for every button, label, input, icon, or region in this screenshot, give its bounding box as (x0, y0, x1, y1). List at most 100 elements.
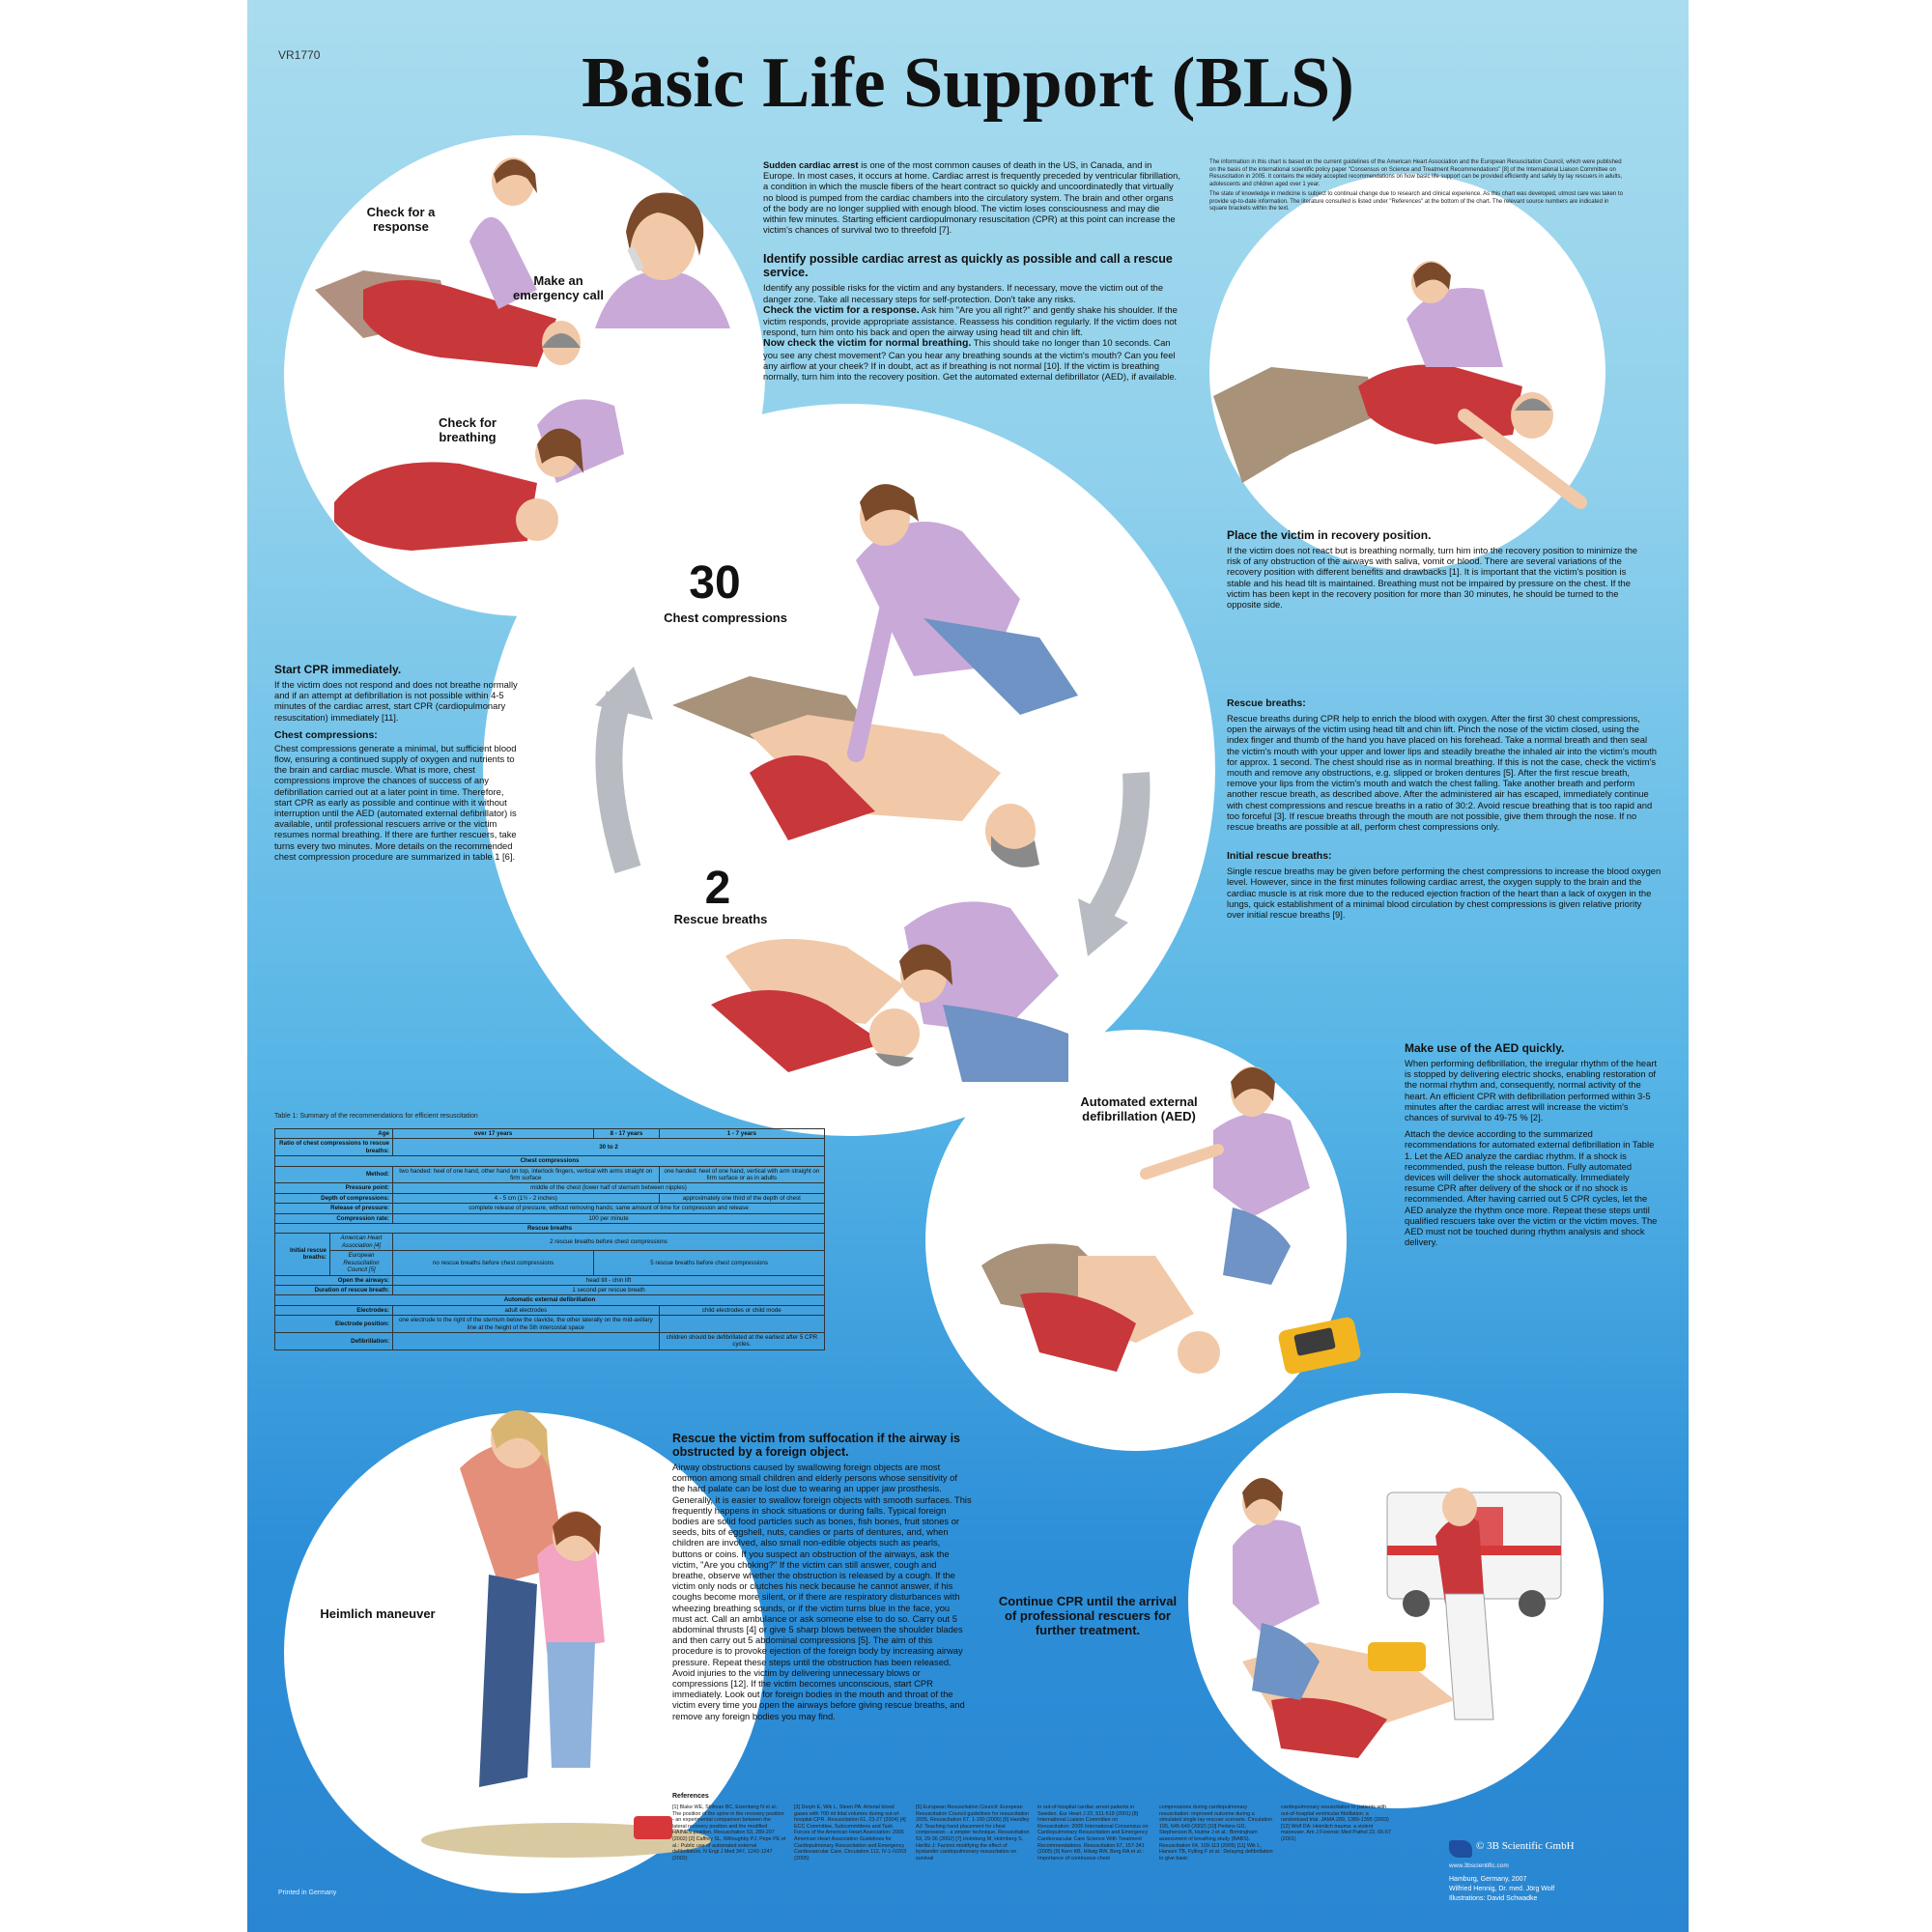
publisher: © 3B Scientific GmbH (1476, 1840, 1575, 1852)
breaths-count: 2 (704, 863, 731, 914)
identify-heading: Identify possible cardiac arrest as quic… (763, 252, 1173, 280)
table-col-age: Age (274, 1127, 393, 1140)
recovery-block: Place the victim in recovery position. I… (1227, 528, 1644, 615)
references-col1: [1] Blake WE, Stillman BC, Eizenberg N e… (672, 1804, 786, 1861)
row-pressure-value: middle of the chest (lower half of stern… (392, 1182, 825, 1194)
row-erc-child: 5 rescue breaths before chest compressio… (593, 1250, 825, 1276)
disclaimer-block: The information in this chart is based o… (1209, 159, 1627, 213)
label-heimlich: Heimlich maneuver (320, 1606, 436, 1621)
row-defib-label: Defibrillation: (274, 1331, 393, 1350)
row-ratio-label: Ratio of chest compressions to rescue br… (274, 1138, 393, 1157)
aed-block: Make use of the AED quickly. When perfor… (1405, 1041, 1662, 1253)
row-electrodes-adult: adult electrodes (392, 1304, 660, 1317)
row-rate-value: 100 per minute (392, 1212, 825, 1225)
intro-block: Sudden cardiac arrest is one of the most… (763, 159, 1180, 387)
row-release-label: Release of pressure: (274, 1203, 393, 1214)
row-method-adult: two handed: heel of one hand, other hand… (392, 1165, 660, 1184)
recovery-text: If the victim does not react but is brea… (1227, 545, 1638, 611)
label-rescue-breaths: Rescue breaths (673, 912, 768, 926)
references-col5: compressions during cardiopulmonary resu… (1159, 1804, 1273, 1861)
suffocation-block: Rescue the victim from suffocation if th… (672, 1432, 972, 1727)
poster: VR1770 Basic Life Support (BLS) Check fo… (247, 0, 1689, 1932)
illustrations (315, 157, 1587, 1858)
row-airways-value: head tilt - chin lift (392, 1274, 825, 1286)
references-col3: [5] European Resuscitation Council: Euro… (916, 1804, 1030, 1861)
suffocation-text: Airway obstructions caused by swallowing… (672, 1462, 972, 1721)
references-col2: [3] Dorph E, Wik L, Steen PA: Arterial b… (794, 1804, 907, 1861)
table-col-child: 1 - 7 years (658, 1127, 826, 1140)
chest-compressions-subheading: Chest compressions: (274, 728, 378, 741)
label-chest-compressions: Chest compressions (664, 611, 787, 625)
row-electrodes-child: child electrodes or child mode (658, 1304, 826, 1317)
row-airways-label: Open the airways: (274, 1274, 393, 1286)
victim-check-response-illustration (315, 157, 581, 367)
label-continue-cpr: Continue CPR until the arrival of profes… (998, 1594, 1178, 1637)
row-depth-child: approximately one third of the depth of … (658, 1192, 826, 1205)
row-ratio-value: 30 to 2 (392, 1138, 825, 1157)
row-initial-label: Initial rescue breaths: (274, 1233, 330, 1276)
rescue-breaths-text: Rescue breaths during CPR help to enrich… (1227, 713, 1657, 833)
continue-cpr-illustration (1233, 1478, 1562, 1758)
references-heading: References (672, 1793, 709, 1800)
row-erc-label: European Resuscitation Council [5] (329, 1250, 393, 1276)
row-electrodes-label: Electrodes: (274, 1304, 393, 1317)
suffocation-heading: Rescue the victim from suffocation if th… (672, 1432, 960, 1459)
aed-p2: Attach the device according to the summa… (1405, 1128, 1658, 1248)
intro-lead: Sudden cardiac arrest (763, 159, 859, 170)
row-position-label: Electrode position: (274, 1315, 393, 1333)
row-defib-empty (392, 1331, 660, 1350)
chest-compressions-illustration (672, 484, 1078, 867)
initial-breaths-heading: Initial rescue breaths: (1227, 850, 1332, 863)
recovery-position-illustration (1213, 261, 1587, 509)
section-chest-compressions: Chest compressions (274, 1155, 825, 1167)
aed-heading: Make use of the AED quickly. (1405, 1041, 1565, 1055)
row-rate-label: Compression rate: (274, 1212, 393, 1225)
row-method-child: one handed: heel of one hand, vertical w… (658, 1165, 826, 1184)
footer-printed: Printed in Germany (278, 1889, 337, 1896)
footer-website: www.3bscientific.com (1449, 1862, 1509, 1869)
footer-authors: Wilfried Hennig, Dr. med. Jörg Wolf (1449, 1886, 1555, 1892)
intro-text: is one of the most common causes of deat… (763, 159, 1180, 236)
bystander-phone-illustration (595, 192, 730, 328)
references-col6: cardiopulmonary resuscitation to patient… (1281, 1804, 1391, 1842)
row-depth-label: Depth of compressions: (274, 1192, 393, 1205)
row-method-label: Method: (274, 1165, 393, 1184)
row-aha-value: 2 rescue breaths before chest compressio… (392, 1233, 825, 1252)
identify-p3-lead: Now check the victim for normal breathin… (763, 337, 972, 350)
compressions-count: 30 (689, 557, 741, 609)
row-aha-label: American Heart Association [4] (329, 1233, 393, 1252)
heimlich-illustration (421, 1410, 711, 1858)
victim-check-breathing-illustration (334, 399, 624, 551)
row-depth-adult: 4 - 5 cm (1½ - 2 inches) (392, 1192, 660, 1205)
publisher-logo-icon (1449, 1840, 1472, 1858)
label-check-response: Check for a response (366, 205, 436, 234)
row-erc-adult: no rescue breaths before chest compressi… (391, 1250, 595, 1276)
initial-breaths-text: Single rescue breaths may be given befor… (1227, 866, 1662, 921)
start-cpr-p2: Chest compressions generate a minimal, b… (274, 742, 517, 862)
row-position-value: one electrode to the right of the sternu… (392, 1315, 660, 1333)
table-caption: Table 1: Summary of the recommendations … (274, 1113, 478, 1120)
rescue-breaths-heading: Rescue breaths: (1227, 697, 1306, 709)
recovery-heading: Place the victim in recovery position. (1227, 528, 1432, 542)
disclaimer-p1: The information in this chart is based o… (1209, 159, 1623, 187)
row-duration-value: 1 second per rescue breath (392, 1284, 825, 1296)
disclaimer-p2: The state of knowledge in medicine is su… (1209, 191, 1623, 212)
row-position-empty (658, 1315, 826, 1333)
start-cpr-p1: If the victim does not respond and does … (274, 679, 518, 723)
table-col-teen: 8 - 17 years (593, 1127, 660, 1140)
poster-code: VR1770 (278, 48, 321, 62)
footer-illustrations: Illustrations: David Schwadke (1449, 1895, 1538, 1902)
start-cpr-block: Start CPR immediately. If the victim doe… (274, 663, 524, 867)
identify-p1: Identify any possible risks for the vict… (763, 282, 1164, 304)
identify-p3: This should take no longer than 10 secon… (763, 337, 1178, 383)
label-emergency-call: Make an emergency call (513, 273, 604, 302)
label-check-breathing: Check for breathing (439, 415, 497, 444)
section-rescue-breaths: Rescue breaths (274, 1223, 825, 1235)
identify-p2-lead: Check the victim for a response. (763, 303, 920, 316)
row-defib-child: children should be defibrillated at the … (658, 1331, 826, 1350)
start-cpr-heading: Start CPR immediately. (274, 663, 402, 676)
references-col4: in out-of-hospital cardiac arrest patien… (1037, 1804, 1149, 1861)
table-col-adult: over 17 years (391, 1127, 595, 1140)
row-pressure-label: Pressure point: (274, 1182, 393, 1194)
